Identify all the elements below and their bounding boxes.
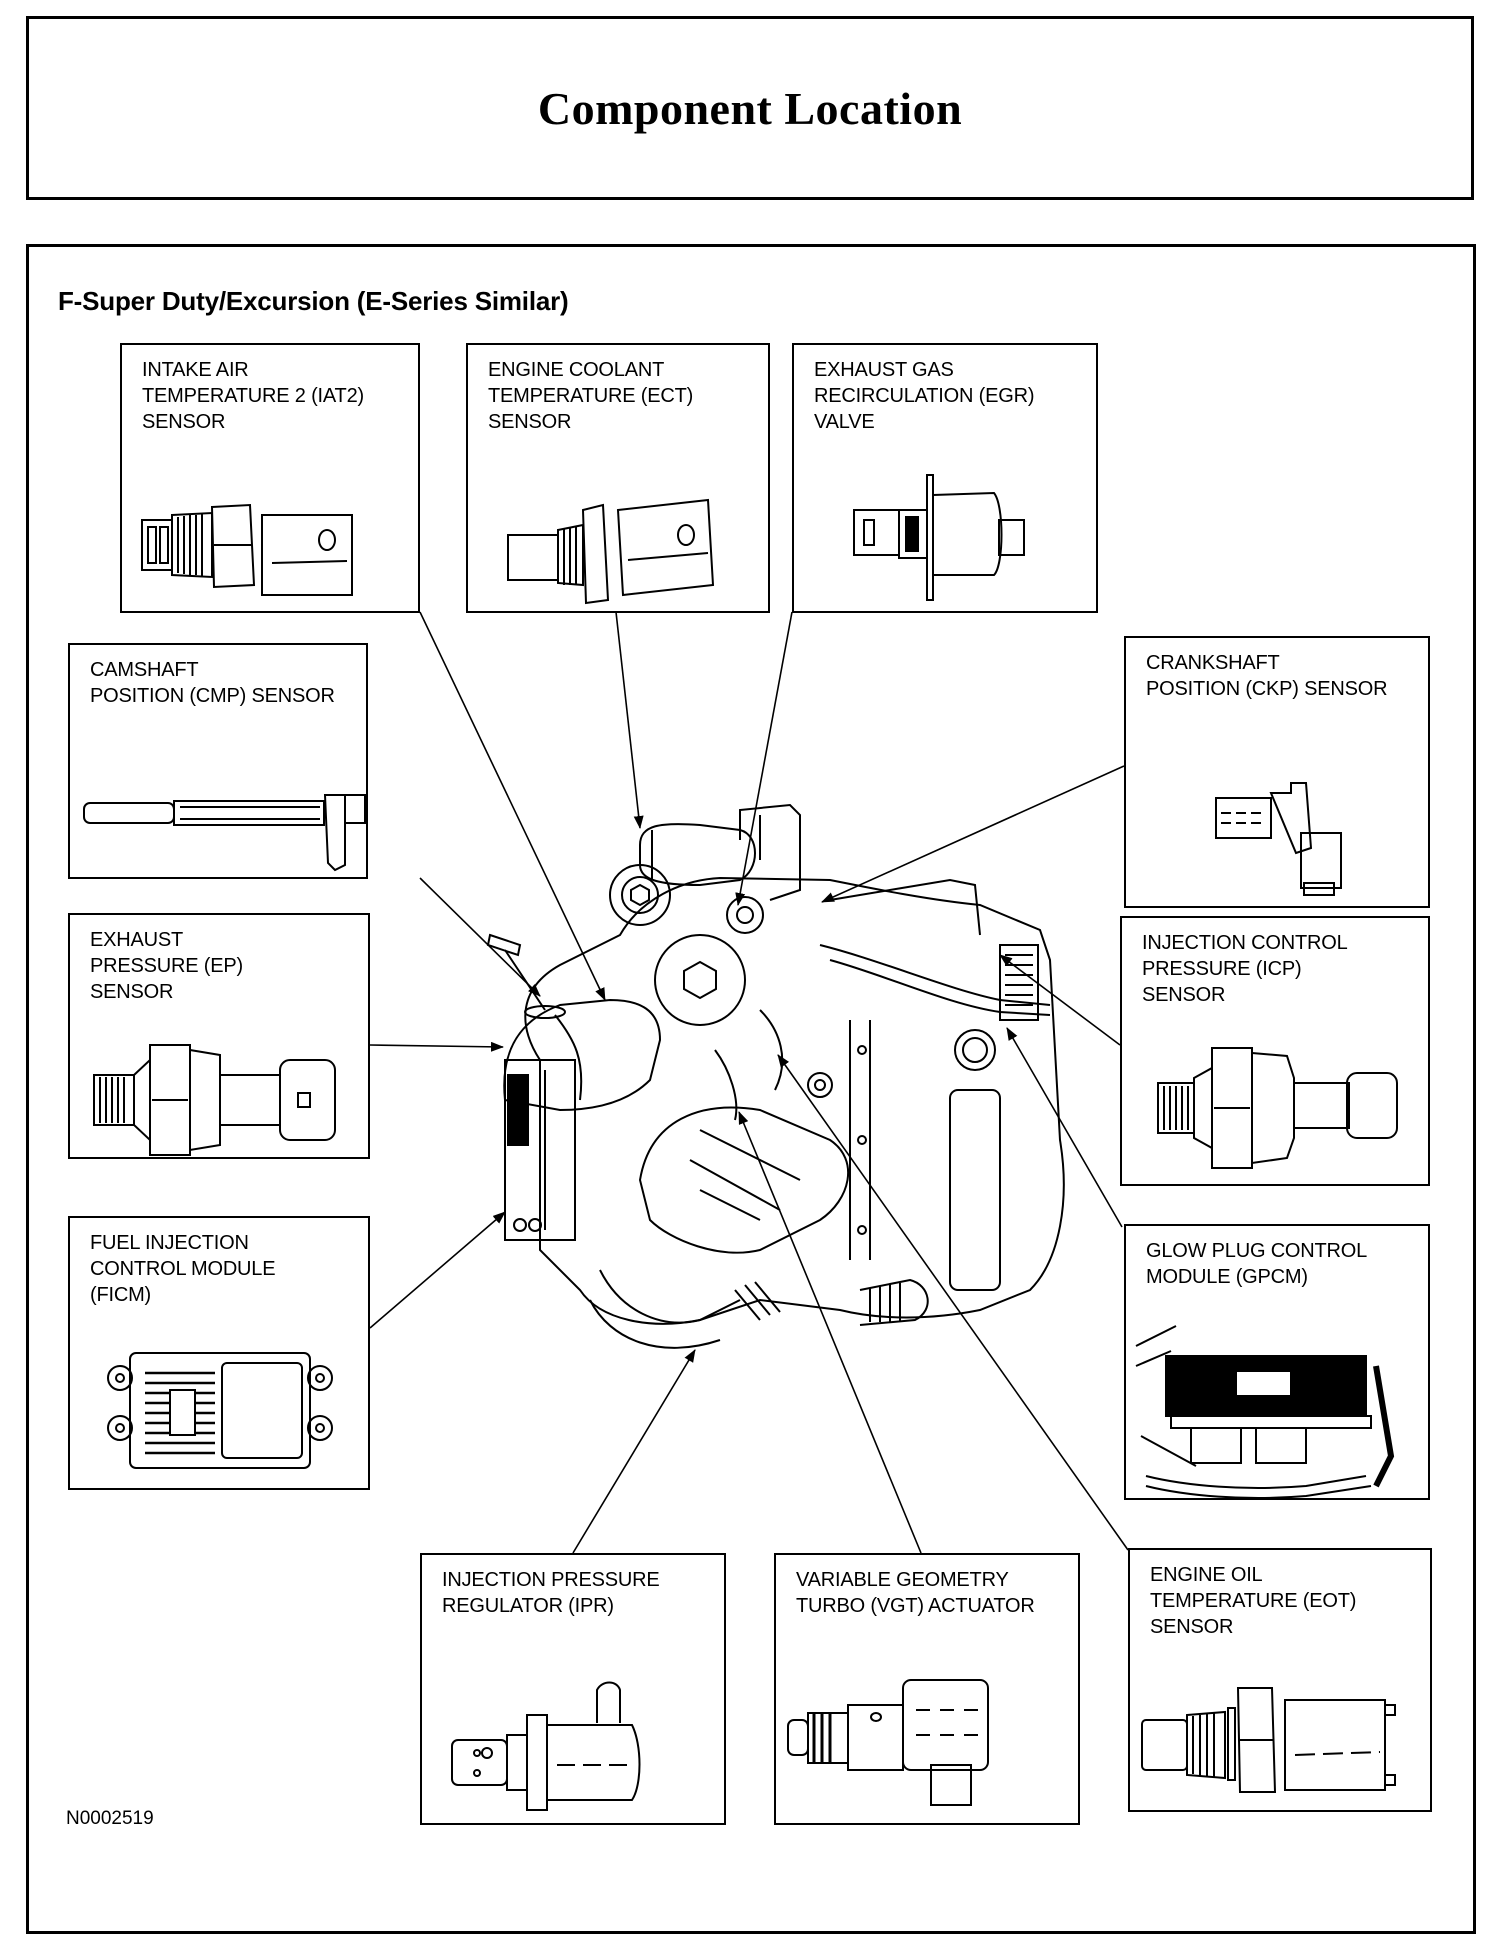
pressure-sensor-icon: [93, 1044, 336, 1156]
temperature-sensor-icon: [1141, 1687, 1396, 1793]
diagram-frame: [26, 244, 1476, 1934]
callout-label: FUEL INJECTION CONTROL MODULE (FICM): [90, 1232, 276, 1306]
page-title: Component Location: [537, 82, 963, 134]
callout-ect-sensor: ENGINE COOLANT TEMPERATURE (ECT) SENSOR: [466, 343, 770, 613]
leader-line-gpcm: [1006, 1027, 1123, 1228]
callout-label: ENGINE OIL TEMPERATURE (EOT) SENSOR: [1150, 1564, 1357, 1638]
temperature-sensor-icon: [141, 503, 353, 596]
leader-line-ep: [369, 1041, 504, 1052]
callout-label: CRANKSHAFT POSITION (CKP) SENSOR: [1146, 652, 1388, 700]
leader-lines: [369, 611, 1129, 1554]
callout-label: INJECTION PRESSURE REGULATOR (IPR): [442, 1569, 660, 1617]
title-box: Component Location: [26, 16, 1474, 200]
leader-line-ipr: [572, 1349, 696, 1554]
callout-eot-sensor: ENGINE OIL TEMPERATURE (EOT) SENSOR: [1128, 1548, 1432, 1812]
callout-label: EXHAUST GAS RECIRCULATION (EGR) VALVE: [814, 359, 1035, 433]
leader-line-ect: [615, 611, 644, 829]
callout-icp-sensor: INJECTION CONTROL PRESSURE (ICP) SENSOR: [1120, 916, 1430, 1186]
solenoid-actuator-icon: [787, 1679, 989, 1806]
leader-line-vgt: [738, 1111, 922, 1554]
control-module-icon: [107, 1352, 333, 1469]
callout-label: GLOW PLUG CONTROL MODULE (GPCM): [1146, 1240, 1368, 1288]
leader-line-egr: [735, 611, 793, 906]
callout-label: CAMSHAFT POSITION (CMP) SENSOR: [90, 659, 335, 707]
callout-vgt-actuator: VARIABLE GEOMETRY TURBO (VGT) ACTUATOR: [774, 1553, 1080, 1825]
callout-iat2-sensor: INTAKE AIR TEMPERATURE 2 (IAT2) SENSOR: [120, 343, 420, 613]
pressure-sensor-icon: [1157, 1047, 1398, 1169]
callout-label: VARIABLE GEOMETRY TURBO (VGT) ACTUATOR: [796, 1569, 1035, 1617]
callout-label: INJECTION CONTROL PRESSURE (ICP) SENSOR: [1142, 932, 1348, 1006]
callout-ficm: FUEL INJECTION CONTROL MODULE (FICM): [68, 1216, 370, 1490]
leader-line-ficm: [369, 1211, 506, 1329]
callout-gpcm: GLOW PLUG CONTROL MODULE (GPCM): [1124, 1224, 1430, 1500]
egr-valve-icon: [853, 474, 1025, 601]
diagram-subtitle: F-Super Duty/Excursion (E-Series Similar…: [58, 286, 569, 316]
solenoid-valve-icon: [451, 1681, 641, 1811]
leader-line-iat2: [419, 611, 606, 1001]
callout-label: INTAKE AIR TEMPERATURE 2 (IAT2) SENSOR: [142, 359, 364, 433]
position-sensor-icon: [83, 794, 366, 872]
callout-egr-valve: EXHAUST GAS RECIRCULATION (EGR) VALVE: [792, 343, 1098, 613]
callout-label: ENGINE COOLANT TEMPERATURE (ECT) SENSOR: [488, 359, 694, 433]
position-sensor-icon: [1215, 782, 1342, 896]
callout-ep-sensor: EXHAUST PRESSURE (EP) SENSOR: [68, 913, 370, 1159]
callout-cmp-sensor: CAMSHAFT POSITION (CMP) SENSOR: [68, 643, 368, 879]
leader-line-eot: [777, 1054, 1129, 1551]
temperature-sensor-icon: [507, 498, 715, 605]
leader-line-cmp: [419, 877, 541, 997]
callout-ipr: INJECTION PRESSURE REGULATOR (IPR): [420, 1553, 726, 1825]
callout-label: EXHAUST PRESSURE (EP) SENSOR: [90, 929, 243, 1003]
callout-ckp-sensor: CRANKSHAFT POSITION (CKP) SENSOR: [1124, 636, 1430, 908]
figure-id: N0002519: [66, 1808, 154, 1829]
leader-line-icp: [999, 954, 1121, 1046]
leader-line-ckp: [821, 765, 1125, 903]
control-module-icon: [1135, 1325, 1395, 1499]
engine-illustration: [486, 803, 1065, 1349]
